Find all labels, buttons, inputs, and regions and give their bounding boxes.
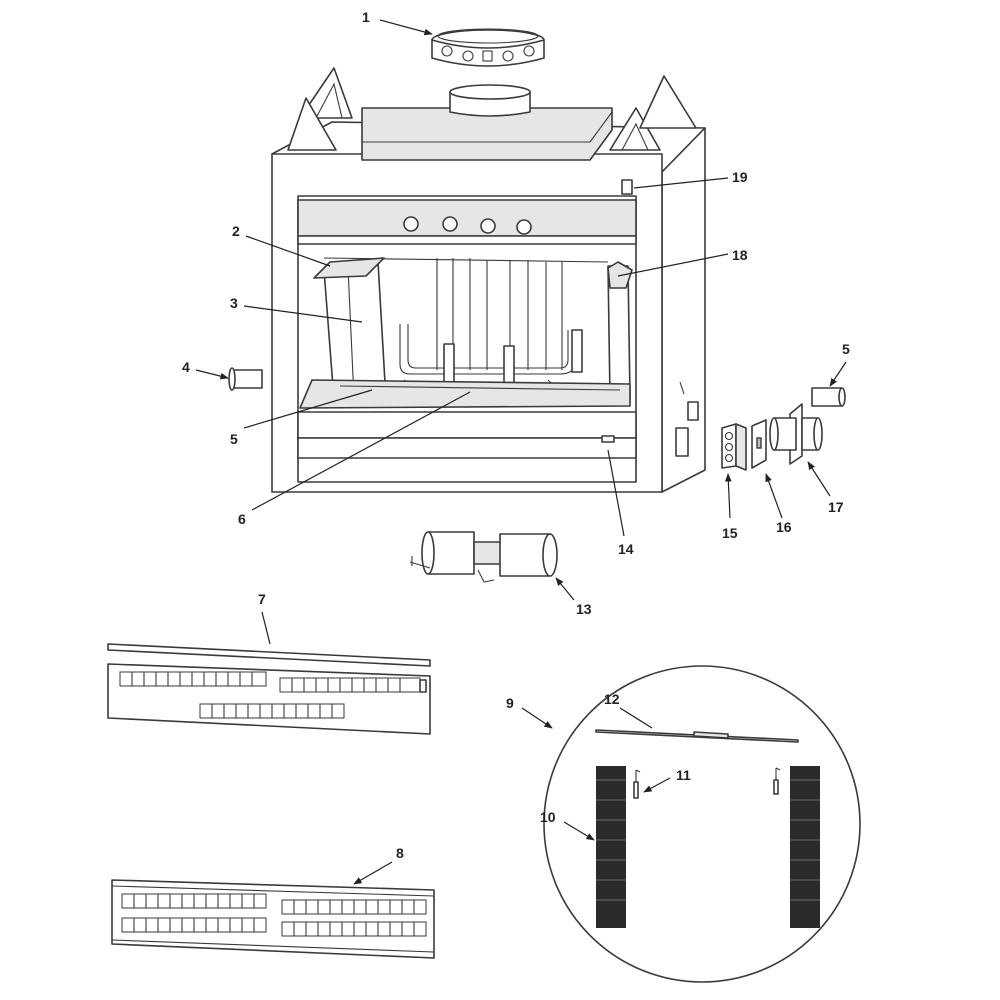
- callout-6: 6: [238, 511, 246, 527]
- callout-11: 11: [676, 767, 691, 783]
- part-17-motor-housing: [769, 403, 823, 465]
- part-4-sleeve: [228, 367, 263, 391]
- callout-14: 14: [618, 541, 634, 557]
- callout-10: 10: [540, 809, 556, 825]
- part-8-louver-panel: [111, 879, 435, 959]
- firebox-assembly: [271, 67, 706, 493]
- callout-labels: 1 2 3 4 5 5 6 7 8 9 10 11 12 13 14 15 16…: [182, 9, 850, 861]
- callout-15: 15: [722, 525, 738, 541]
- callout-18: 18: [732, 247, 748, 263]
- part-7-louver-panel: [107, 643, 431, 735]
- part-15-junction-box: [721, 423, 747, 471]
- callout-9: 9: [506, 695, 514, 711]
- callout-7: 7: [258, 591, 266, 607]
- callout-1: 1: [362, 9, 370, 25]
- callout-19: 19: [732, 169, 748, 185]
- callout-16: 16: [776, 519, 792, 535]
- callout-5-left: 5: [230, 431, 238, 447]
- callout-8: 8: [396, 845, 404, 861]
- callout-12: 12: [604, 691, 620, 707]
- callout-17: 17: [828, 499, 844, 515]
- part-16-gasket: [751, 419, 767, 469]
- leader-lines: [195, 19, 847, 885]
- callout-4: 4: [182, 359, 190, 375]
- callout-3: 3: [230, 295, 238, 311]
- callout-2: 2: [232, 223, 240, 239]
- callout-5-right: 5: [842, 341, 850, 357]
- part-5-sleeve-right: [811, 387, 846, 407]
- callout-13: 13: [576, 601, 592, 617]
- part-9-screen-kit: [543, 665, 861, 983]
- part-13-blower: [409, 531, 558, 583]
- part-1-flue-collar: [431, 28, 545, 67]
